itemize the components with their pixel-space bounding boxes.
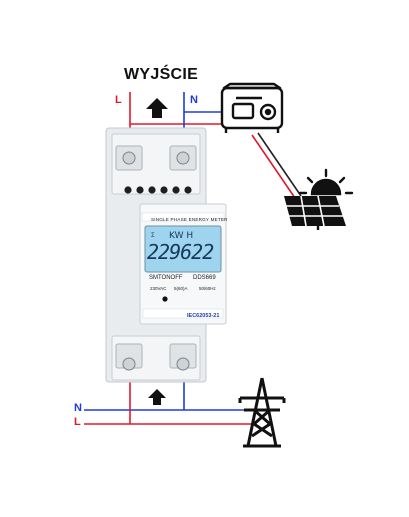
bottom-neutral-wire [84, 380, 252, 411]
bottom-live-wire [84, 380, 252, 425]
top-neutral-label: N [190, 94, 198, 106]
solar-panel-icon [284, 195, 346, 230]
top-live-label: L [115, 94, 122, 106]
bottom-live-label: L [74, 416, 81, 428]
bottom-neutral-label: N [74, 402, 82, 414]
inverter-icon [220, 82, 284, 133]
meter-frequency: 50/60Hz [199, 286, 216, 291]
energy-meter [105, 127, 227, 383]
inverter-panel-wires [251, 132, 302, 199]
meter-header: SINGLE PHASE ENERGY METER [151, 217, 228, 222]
lcd-reading: 229622 [147, 240, 214, 264]
meter-brand: SMTONOFF [149, 275, 183, 281]
meter-model: DDS669 [193, 275, 216, 281]
meter-voltage: 230VAC [150, 286, 167, 291]
meter-current: 5(60)A [174, 286, 188, 291]
lcd-unit: KW H [169, 231, 194, 241]
output-title: WYJŚCIE [124, 66, 199, 83]
up-arrow-icon [146, 98, 168, 118]
power-pylon-icon [238, 377, 286, 448]
up-arrow-icon [148, 389, 166, 405]
sun-icon [298, 168, 354, 196]
lcd-symbol: Σ [151, 233, 155, 239]
meter-standard: IEC62053-21 [187, 313, 220, 319]
